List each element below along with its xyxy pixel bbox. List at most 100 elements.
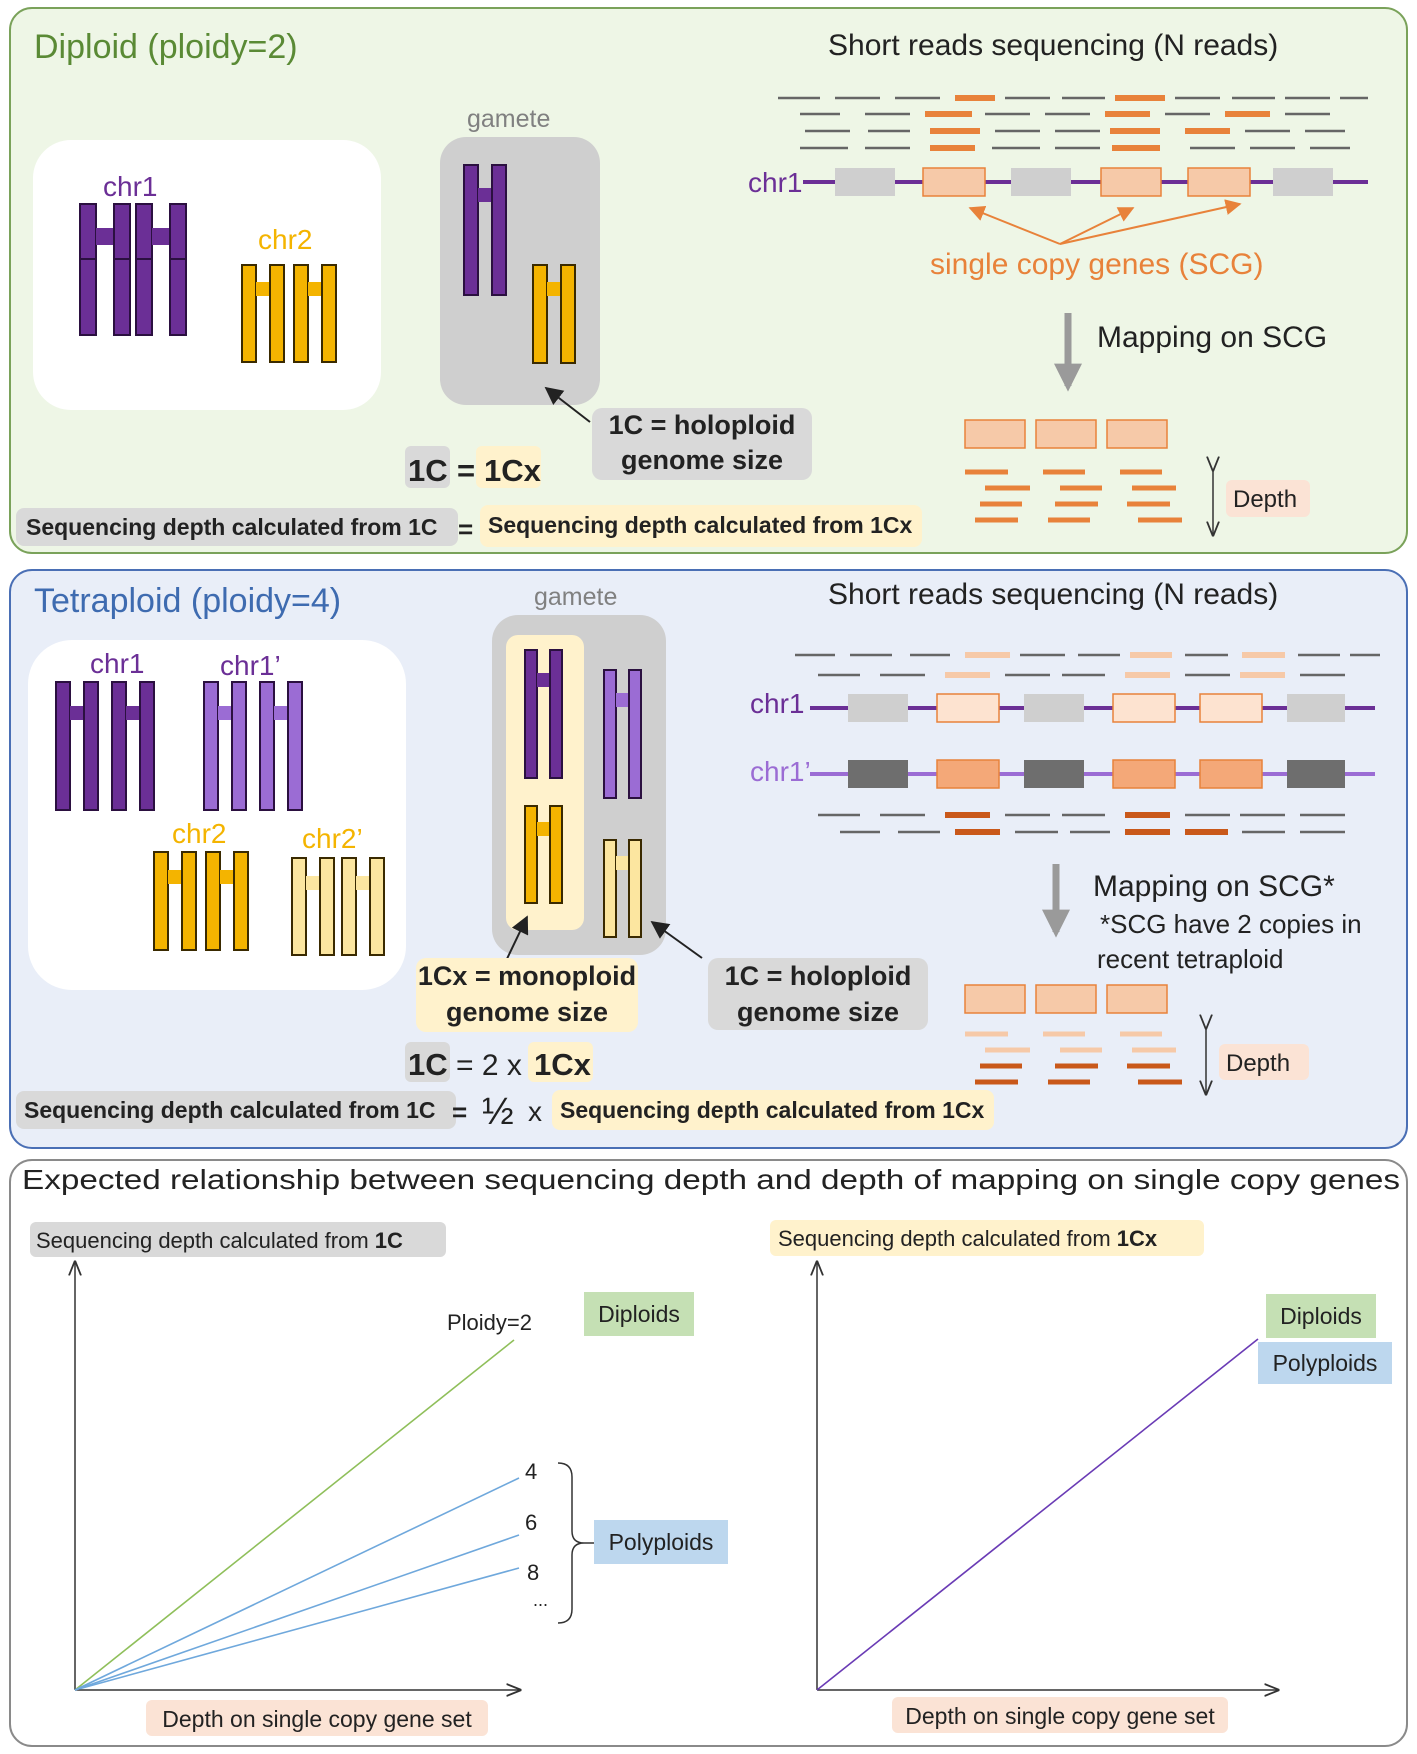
right-legend-diploids: Diploids	[1280, 1303, 1362, 1329]
diploid-depth-1c-box	[16, 508, 458, 546]
monoploid-label-box	[416, 958, 638, 1032]
right-xlabel-box	[892, 1697, 1228, 1733]
t-chr1-track-label: chr1	[750, 688, 804, 719]
t-holoploid-line2: genome size	[737, 997, 899, 1027]
diploid-depth-1c: Sequencing depth calculated from 1C	[26, 514, 438, 540]
mapped-scg	[1035, 419, 1097, 449]
t-eq-1cx-box	[528, 1042, 593, 1082]
diploid-chr1-track	[803, 167, 1368, 197]
scg-gene	[936, 759, 1000, 789]
scg-arrows	[968, 199, 1242, 245]
left-legend-polyploids: Polyploids	[609, 1529, 714, 1555]
chr2-label: chr2	[258, 224, 312, 255]
non-scg-gene	[1287, 694, 1345, 722]
t-holoploid-label-box	[708, 958, 928, 1030]
t-chr2-label: chr2	[172, 818, 226, 849]
ploidy-8-tick: 8	[527, 1560, 539, 1585]
ploidy-ellipsis: ...	[533, 1590, 548, 1610]
scg-gene	[1112, 759, 1176, 789]
diploid-reads	[778, 95, 1368, 151]
diploid-mapping-label: Mapping on SCG	[1097, 321, 1327, 354]
line-ploidy-4	[74, 1477, 520, 1691]
right-xlabel: Depth on single copy gene set	[905, 1703, 1215, 1729]
left-xlabel: Depth on single copy gene set	[162, 1706, 472, 1732]
mapped-scg	[1106, 984, 1168, 1014]
right-legend-polyploids-box	[1258, 1342, 1392, 1384]
t-note-line1: *SCG have 2 copies in	[1100, 909, 1362, 939]
t-gamete-label: gamete	[534, 583, 617, 611]
t-eq-1cx: 1Cx	[534, 1047, 592, 1082]
right-ylabel-box	[770, 1220, 1204, 1256]
relationship-panel: Expected relationship between sequencing…	[9, 1159, 1408, 1747]
t-holoploid-arrow	[650, 920, 703, 959]
scg-gene	[922, 167, 986, 197]
t-holoploid-line1: 1C = holoploid	[725, 961, 912, 991]
line-ploidy-6	[74, 1534, 520, 1691]
left-xlabel-box	[146, 1700, 488, 1736]
t-chr1-label: chr1	[90, 648, 144, 679]
scg-gene	[1187, 167, 1251, 197]
diploid-panel: Diploid (ploidy=2) chr1 chr2 gamete	[9, 7, 1408, 554]
t-note-line2: recent tetraploid	[1097, 944, 1283, 974]
holoploid-line1: 1C = holoploid	[609, 410, 796, 440]
mapped-scg	[1106, 419, 1168, 449]
t-eq-1c: 1C	[408, 1047, 448, 1082]
t-mapped-reads	[964, 984, 1182, 1085]
right-legend-polyploids: Polyploids	[1273, 1350, 1378, 1376]
t-depth-x: x	[528, 1096, 542, 1127]
t-mapping-label: Mapping on SCG*	[1093, 870, 1335, 903]
relationship-panel-bg	[9, 1159, 1408, 1747]
left-legend-polyploids-box	[594, 1520, 728, 1564]
diploid-chromosomes	[79, 203, 337, 363]
t-chr1p-track	[810, 759, 1375, 789]
t-chr1-track	[810, 693, 1375, 723]
scg-gene	[1100, 167, 1162, 197]
eq-1cx: 1Cx	[484, 453, 542, 488]
diploid-depth-label: Depth	[1233, 486, 1297, 513]
non-scg-gene	[835, 168, 895, 196]
left-legend-diploids: Diploids	[598, 1301, 680, 1327]
diploid-gamete-label: gamete	[467, 105, 550, 133]
t-reads-bottom	[818, 812, 1345, 835]
diploid-reads-title: Short reads sequencing (N reads)	[828, 29, 1278, 62]
monoploid-line2: genome size	[446, 997, 608, 1027]
right-ylabel: Sequencing depth calculated from 1Cx	[778, 1226, 1158, 1251]
non-scg-gene	[1024, 694, 1084, 722]
diploid-chr1-track-label: chr1	[748, 167, 802, 198]
eq-sign: =	[457, 453, 475, 488]
tetraploid-panel: Tetraploid (ploidy=4) chr1 chr1’ chr2 ch…	[9, 569, 1408, 1149]
diploid-depth-1cx-box	[480, 505, 922, 547]
ploidy-6-tick: 6	[525, 1510, 537, 1535]
left-legend-diploids-box	[584, 1292, 694, 1336]
mapped-scg	[1035, 984, 1097, 1014]
ploidy-2-label: Ploidy=2	[447, 1310, 532, 1335]
line-all-ploidies	[816, 1338, 1259, 1691]
scg-label: single copy genes (SCG)	[930, 248, 1264, 281]
tetraploid-title: Tetraploid (ploidy=4)	[34, 582, 341, 620]
mapped-scg	[964, 419, 1026, 449]
non-scg-gene	[1287, 760, 1345, 788]
eq-1c: 1C	[408, 453, 448, 488]
non-scg-gene	[848, 694, 908, 722]
t-depth-label: Depth	[1226, 1050, 1290, 1077]
line-ploidy-2	[74, 1339, 515, 1691]
t-gamete-chromosomes	[524, 649, 642, 938]
t-chr1p-track-label: chr1’	[750, 756, 811, 787]
scg-gene	[1199, 759, 1263, 789]
non-scg-gene	[1273, 168, 1333, 196]
scg-gene	[1112, 693, 1176, 723]
holoploid-line2: genome size	[621, 445, 783, 475]
t-depth-label-box	[1219, 1044, 1309, 1080]
t-chr2p-label: chr2’	[302, 823, 363, 854]
scg-gene	[936, 693, 1000, 723]
holoploid-label-box	[592, 408, 812, 480]
right-legend-diploids-box	[1266, 1294, 1376, 1338]
diploid-depth-label-box	[1226, 480, 1310, 517]
eq-1cx-box	[476, 446, 541, 488]
t-depth-1cx-box	[552, 1090, 994, 1130]
monoploid-arrow	[504, 915, 529, 964]
non-scg-gene	[848, 760, 908, 788]
diploid-title: Diploid (ploidy=2)	[34, 28, 298, 66]
scg-gene	[1199, 693, 1263, 723]
